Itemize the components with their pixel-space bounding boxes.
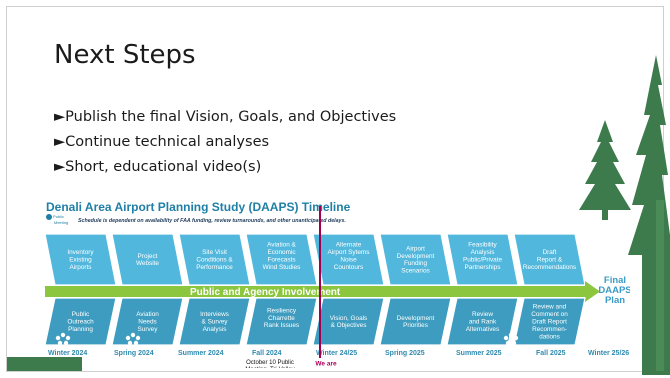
- bullet-list: ►Publish the final Vision, Goals, and Ob…: [54, 105, 396, 180]
- band-label: Public and Agency Involvement: [190, 287, 341, 298]
- timeline-note: Schedule is dependent on availability of…: [78, 218, 346, 224]
- top-step-box: [379, 233, 452, 286]
- top-step-box: [44, 233, 117, 286]
- bottom-step-box: [312, 297, 385, 346]
- meeting-dot: [511, 340, 517, 346]
- bullet-item: ►Short, educational video(s): [54, 159, 262, 175]
- meeting-dot: [55, 335, 61, 341]
- season-label: Spring 2024: [114, 350, 154, 357]
- meeting-dot: [505, 340, 511, 346]
- bottom-step-box: [379, 297, 452, 346]
- season-label: Spring 2025: [385, 350, 425, 357]
- meeting-dot: [133, 340, 139, 346]
- timeline-graphic: Denali Area Airport Planning Study (DAAP…: [40, 198, 630, 368]
- season-label: Winter 24/25: [316, 350, 357, 357]
- meeting-dot: [135, 335, 141, 341]
- page-title: Next Steps: [54, 40, 196, 70]
- public-involvement-band: [45, 286, 585, 297]
- meeting-dot: [60, 332, 66, 338]
- meeting-dot: [125, 335, 131, 341]
- meeting-dot: [127, 340, 133, 346]
- meeting-dot: [63, 340, 69, 346]
- bullet-item: ►Publish the final Vision, Goals, and Ob…: [54, 109, 397, 125]
- bottom-step-box: [245, 297, 318, 346]
- forest-bar-bottom: [7, 357, 82, 371]
- pine-tree-small-icon: [579, 120, 631, 220]
- bottom-step-box: [513, 297, 586, 346]
- timeline-title: Denali Area Airport Planning Study (DAAP…: [46, 200, 351, 214]
- season-label: Fall 2025: [536, 350, 566, 357]
- we-are-here-label: We arehere: [315, 361, 337, 369]
- meeting-dot: [503, 335, 509, 341]
- bottom-step-box: [111, 297, 184, 346]
- logo-text: Public: [53, 214, 65, 220]
- logo-text: Meeting: [54, 220, 69, 225]
- bottom-step-box: [178, 297, 251, 346]
- bullet-item: ►Continue technical analyses: [54, 134, 270, 150]
- meeting-dot: [508, 332, 514, 338]
- meeting-dot: [57, 340, 63, 346]
- top-step-box: [111, 233, 184, 286]
- top-step-box: [446, 233, 519, 286]
- meeting-dot: [65, 335, 71, 341]
- season-label: Fall 2024: [252, 350, 282, 357]
- forest-bar-right: [656, 200, 664, 371]
- top-step-box: [178, 233, 251, 286]
- meeting-dot: [513, 335, 519, 341]
- season-label: Summer 2025: [456, 350, 502, 357]
- top-step-box: [245, 233, 318, 286]
- band-arrowhead: [585, 281, 600, 302]
- season-label: Summer 2024: [178, 350, 224, 357]
- meeting-dot: [130, 332, 136, 338]
- public-meeting-logo: Public Meeting: [46, 214, 74, 226]
- season-label: Winter 2024: [48, 350, 87, 357]
- bottom-step-label: Vision, Goals& Objectives: [330, 315, 368, 329]
- season-label: Winter 25/26: [588, 350, 629, 357]
